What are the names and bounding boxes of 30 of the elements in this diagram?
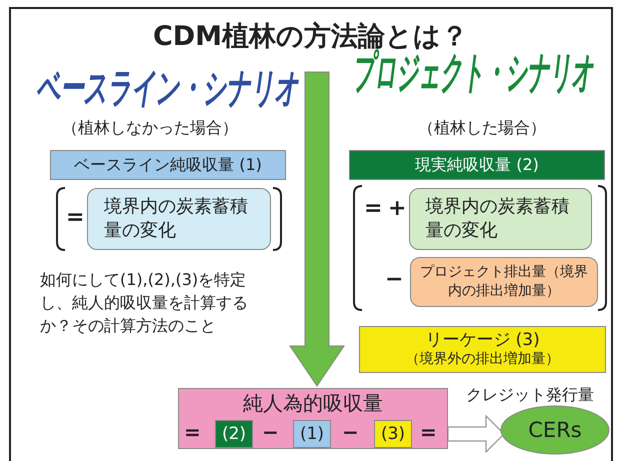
minus-sign: − bbox=[385, 267, 404, 292]
minus-sign: − bbox=[262, 420, 279, 444]
term-box: (2) bbox=[215, 420, 253, 448]
explanation-text: 如何にして(1),(2),(3)を特定し、純人的吸収量を計算するか？その計算方法のこと bbox=[40, 269, 249, 337]
box-note: （境界外の排出増加量） bbox=[406, 351, 560, 369]
box-heading: 純人為的吸収量 bbox=[243, 390, 383, 417]
scenario-note: （植林した場合） bbox=[418, 118, 546, 139]
rounded-box: プロジェクト排出量（境界内の排出増加量） bbox=[410, 257, 598, 307]
block-arrow bbox=[289, 72, 345, 387]
equals-sign: = bbox=[66, 205, 84, 230]
header-box: 現実純吸収量 (2) bbox=[349, 150, 605, 180]
scenario-note: （植林しなかった場合） bbox=[62, 118, 238, 139]
equals-sign: = bbox=[364, 196, 382, 221]
scenario-heading: ベースライン・シナリオ bbox=[36, 63, 298, 114]
minus-sign: − bbox=[342, 420, 359, 444]
equals-sign: = bbox=[420, 420, 437, 444]
plus-sign: + bbox=[388, 196, 406, 221]
header-box: ベースライン純吸収量 (1) bbox=[50, 150, 286, 180]
scenario-heading: プロジェクト・シナリオ bbox=[352, 49, 593, 101]
result-box bbox=[178, 388, 448, 449]
box-title: リーケージ (3) bbox=[425, 330, 540, 351]
term-box: (3) bbox=[374, 420, 412, 448]
node-caption: クレジット発行量 bbox=[466, 385, 594, 406]
block-arrow bbox=[448, 414, 505, 454]
rounded-box: 境界内の炭素蓄積量の変化 bbox=[87, 188, 271, 250]
note-box bbox=[359, 326, 606, 373]
rounded-box: 境界内の炭素蓄積量の変化 bbox=[409, 188, 592, 250]
ellipse-node: CERs bbox=[500, 405, 610, 455]
term-box: (1) bbox=[293, 420, 331, 448]
equals-sign: = bbox=[184, 420, 201, 444]
